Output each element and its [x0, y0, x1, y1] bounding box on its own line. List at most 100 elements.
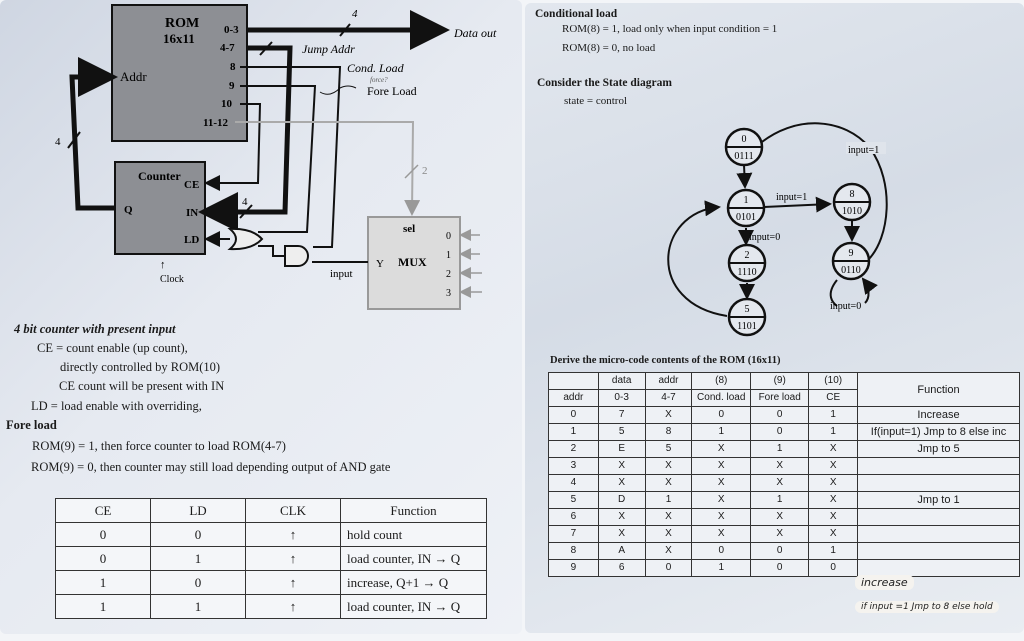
state-node: 2 1110 [727, 243, 767, 283]
cell: X [597, 525, 646, 543]
header-cell: addr [644, 372, 693, 390]
cell: 5 [597, 423, 646, 441]
desc-line: directly controlled by ROM(10) [60, 360, 221, 374]
header-cell: Function [340, 498, 487, 523]
cell: ↑ [245, 594, 341, 619]
bus-width: 4 [55, 136, 61, 148]
counter-pin-in: IN [186, 207, 198, 219]
fore-line: ROM(9) = 1, then force counter to load R… [32, 439, 286, 453]
mux-input: 3 [446, 288, 451, 299]
cell: E [597, 440, 646, 458]
rom-pin: 4-7 [220, 42, 235, 54]
cell: 0 [691, 542, 752, 560]
header-cell: (8) [691, 372, 752, 390]
cell: 0 [750, 406, 810, 424]
cell: 0 [55, 522, 151, 547]
cell: 8 [644, 423, 693, 441]
cell: X [691, 508, 752, 526]
fore-line: ROM(9) = 0, then counter may still load … [31, 460, 391, 474]
header-cell: 0-3 [597, 389, 646, 407]
cell: 1 [808, 406, 859, 424]
cell: load counter, IN → Q [340, 594, 487, 619]
fore-load-heading: Fore load [6, 418, 57, 432]
cell: ↑ [245, 546, 341, 571]
header-cell: 4-7 [644, 389, 693, 407]
state-code: 0111 [734, 151, 753, 162]
desc-line: LD = load enable with overriding, [31, 399, 202, 413]
state-code: 1110 [737, 267, 756, 278]
header-cell: CE [55, 498, 151, 523]
left-page: ROM 16x11 Addr 0-3 4-7 8 9 10 11-12 4 4 … [0, 0, 522, 634]
cell: X [750, 525, 810, 543]
rom-size: 16x11 [163, 31, 195, 46]
cell: X [597, 457, 646, 475]
cell: D [597, 491, 646, 509]
cell: X [644, 457, 693, 475]
cell: X [597, 508, 646, 526]
cell: X [808, 474, 859, 492]
state-code: 1101 [737, 321, 757, 332]
cell: 1 [808, 542, 859, 560]
mux-block [367, 216, 461, 310]
mux-y: Y [376, 258, 384, 270]
cell: X [691, 491, 752, 509]
data-out-label: Data out [453, 26, 497, 40]
clock-arrow: ↑ [160, 259, 166, 271]
cell: X [808, 440, 859, 458]
function-cell: Jmp to 5 [857, 440, 1020, 458]
state-code: 0110 [841, 265, 861, 276]
cell: X [644, 474, 693, 492]
function-cell [857, 457, 1020, 475]
state-id: 9 [849, 248, 854, 259]
state-id: 2 [745, 250, 750, 261]
counter-block [114, 161, 206, 255]
cell: 0 [150, 522, 246, 547]
table-header-row: CE LD CLK Function [55, 498, 487, 523]
cell: 0 [750, 559, 810, 577]
mux-input: 2 [446, 269, 451, 280]
cell: load counter, IN → Q [340, 546, 487, 571]
state-code: 1010 [842, 206, 862, 217]
fore-note: force? [370, 76, 388, 84]
header-cell: CE [808, 389, 859, 407]
fore-load-label: Fore Load [367, 84, 417, 98]
cell: 8 [548, 542, 599, 560]
cell: 1 [150, 594, 246, 619]
cell: 0 [548, 406, 599, 424]
cell: 1 [55, 570, 151, 595]
cell: X [691, 474, 752, 492]
header-cell: Function [857, 372, 1020, 407]
cell: X [750, 508, 810, 526]
header-cell: data [597, 372, 646, 390]
rom-pin: 0-3 [224, 24, 239, 36]
counter-q: Q [124, 204, 133, 216]
or-gate [227, 227, 264, 251]
circuit-diagram: ROM 16x11 Addr 0-3 4-7 8 9 10 11-12 4 4 … [55, 4, 497, 310]
cell: 0 [644, 559, 693, 577]
header-cell: addr [548, 389, 599, 407]
cell: X [691, 525, 752, 543]
cond-load-wire [240, 66, 342, 248]
rom-title: ROM [165, 16, 199, 31]
and-gate [284, 245, 309, 267]
cell: 7 [597, 406, 646, 424]
cell: X [644, 406, 693, 424]
mux-sel: sel [403, 223, 415, 235]
header-cell: CLK [245, 498, 341, 523]
state-sub: state = control [564, 95, 628, 107]
cond-load-heading: Conditional load [535, 8, 618, 20]
cell: 5 [548, 491, 599, 509]
header-cell: (10) [808, 372, 859, 390]
